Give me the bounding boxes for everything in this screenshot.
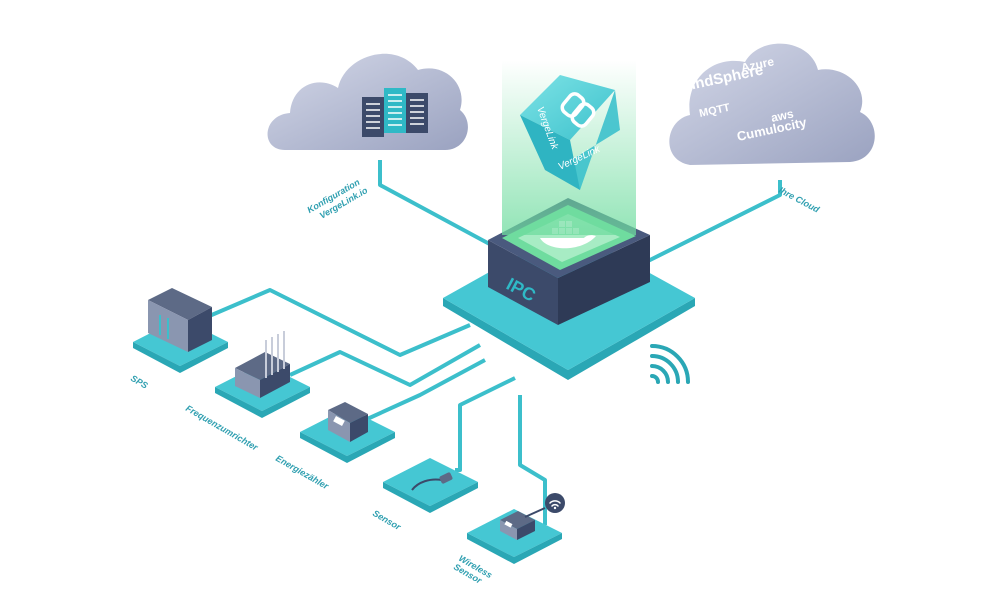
brand-aws: aws (770, 106, 795, 124)
ipc-box-right (558, 235, 650, 325)
device-sps: SPS (129, 288, 228, 391)
cloud-right-shape (669, 43, 875, 166)
link-cloud-right (639, 180, 782, 267)
link-frequenzumrichter (289, 343, 481, 387)
link-sps (199, 288, 471, 357)
cloud-configuration: Konfiguration VergeLink.io (267, 53, 468, 224)
svg-text:Wireless Sensor: Wireless Sensor (452, 553, 496, 590)
cloud-right-caption: Ihre Cloud (777, 185, 821, 215)
cloud-ihre-cloud: Azure MindSphere aws MQTT Cumulocity Ihr… (669, 43, 875, 215)
link-sensor (455, 376, 516, 472)
svg-text:Konfiguration VergeLink.: Konfiguration VergeLink.io (305, 175, 369, 224)
cube-front-face (520, 115, 580, 190)
device-sps-label: SPS (129, 373, 150, 391)
cube-top-face (520, 75, 615, 140)
ipc-box-left (488, 240, 558, 325)
device-sensor-label: Sensor (371, 508, 403, 532)
connection-lines (199, 160, 782, 525)
link-cloud-left (378, 160, 511, 257)
device-wireless-sensor: Wireless Sensor (452, 493, 565, 590)
sensor-probe-icon (411, 472, 453, 491)
link-energiezaehler (364, 358, 486, 422)
wifi-icon (650, 344, 690, 384)
wireless-wifi-icon (545, 493, 565, 513)
link-wireless (518, 395, 547, 525)
device-energiezaehler-label: Energiezähler (274, 453, 331, 491)
chain-link-icon (560, 92, 596, 128)
brand-azure: Azure (740, 54, 776, 75)
config-panel (362, 88, 428, 137)
